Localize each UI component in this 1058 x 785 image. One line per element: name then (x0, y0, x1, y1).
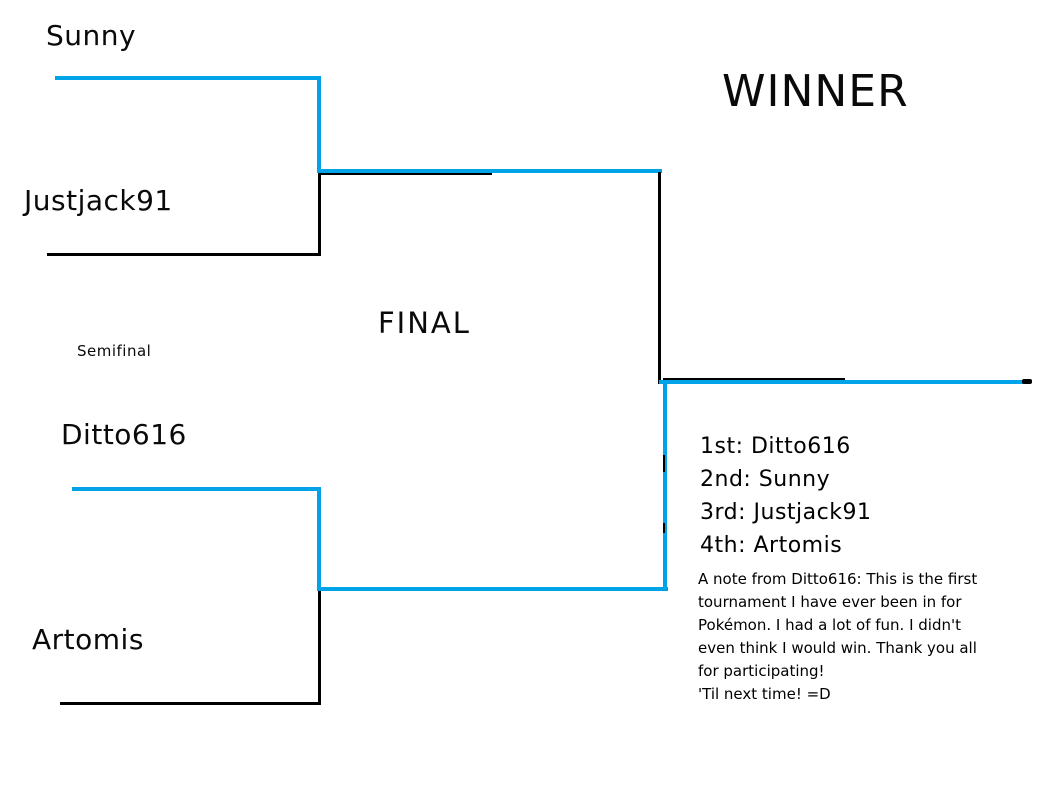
note-line: tournament I have ever been in for (698, 593, 962, 611)
bracket-connector-final-loser (658, 172, 661, 384)
bracket-line-artomis (60, 702, 321, 705)
bracket-line-winner-black (663, 378, 845, 380)
standing-third: 3rd: Justjack91 (700, 500, 872, 525)
bracket-connector-sf1-loser (318, 172, 321, 256)
winner-line-arrow-tip (1022, 379, 1032, 384)
player-label-sunny: Sunny (46, 19, 137, 52)
note-line: A note from Ditto616: This is the first (698, 570, 978, 588)
note-line: 'Til next time! =D (698, 685, 831, 703)
semifinal-label: Semifinal (77, 342, 152, 360)
player-label-artomis: Artomis (32, 623, 144, 656)
bracket-line-winner (659, 380, 1028, 384)
standing-second: 2nd: Sunny (700, 467, 831, 492)
bracket-line-sunny (55, 76, 321, 80)
standing-fourth: 4th: Artomis (700, 533, 843, 558)
winner-note: A note from Ditto616: This is the first … (698, 568, 977, 706)
bracket-line-final-top-black (320, 173, 492, 175)
bracket-line-final-bottom (318, 587, 668, 591)
standings-list: 1st: Ditto616 2nd: Sunny 3rd: Justjack91… (700, 430, 871, 562)
bracket-connector-sf2-winner (317, 487, 321, 591)
bracket-line-justjack91 (47, 253, 321, 256)
note-line: Pokémon. I had a lot of fun. I didn't (698, 616, 962, 634)
note-line: even think I would win. Thank you all (698, 639, 977, 657)
bracket-remnant-black-1 (663, 455, 665, 472)
bracket-connector-sf1-winner (317, 76, 321, 173)
bracket-line-ditto616 (72, 487, 321, 491)
standing-first: 1st: Ditto616 (700, 434, 851, 459)
bracket-line-final-top (318, 169, 662, 173)
note-line: for participating! (698, 662, 825, 680)
bracket-remnant-black-2 (663, 523, 665, 533)
winner-title: WINNER (722, 66, 909, 117)
player-label-ditto616: Ditto616 (61, 418, 187, 451)
bracket-connector-final-winner (663, 383, 667, 591)
final-label: FINAL (378, 306, 471, 340)
player-label-justjack91: Justjack91 (24, 184, 173, 217)
bracket-connector-sf2-loser (318, 591, 321, 705)
